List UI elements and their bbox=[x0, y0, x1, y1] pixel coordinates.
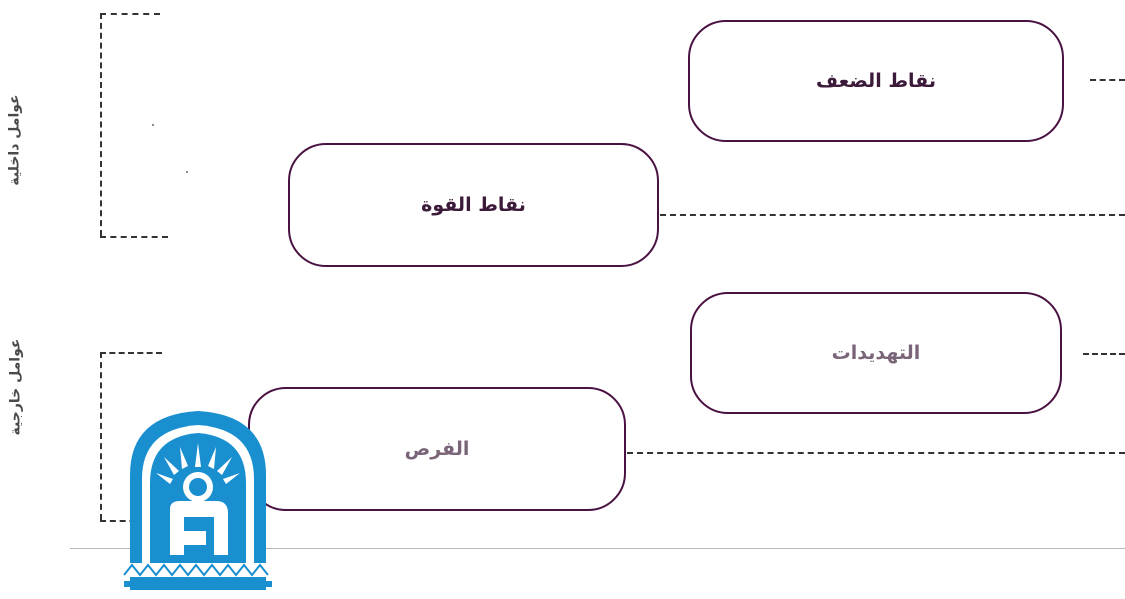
threat-connector bbox=[1083, 353, 1125, 355]
weaknesses-label: نقاط الضعف bbox=[815, 70, 936, 92]
threats-label: التهديدات bbox=[831, 342, 921, 364]
external-factors-label: عوامل خارجية bbox=[0, 312, 30, 462]
opportunities-box: الفرص bbox=[248, 387, 626, 511]
threats-box: التهديدات bbox=[690, 292, 1062, 414]
opportunity-connector bbox=[627, 452, 1125, 454]
stray-dot bbox=[186, 171, 188, 173]
opportunities-label: الفرص bbox=[404, 438, 470, 460]
strengths-box: نقاط القوة bbox=[288, 143, 659, 267]
logo-emblem-icon bbox=[123, 411, 272, 590]
external-factors-text: عوامل خارجية bbox=[7, 338, 24, 436]
strengths-label: نقاط القوة bbox=[421, 194, 526, 216]
weakness-connector bbox=[1090, 79, 1125, 81]
strength-connector bbox=[660, 214, 1125, 216]
stray-dot bbox=[152, 124, 154, 126]
internal-factors-label: عوامل داخلية bbox=[0, 65, 30, 215]
society-logo bbox=[118, 405, 278, 595]
internal-factors-text: عوامل داخلية bbox=[7, 94, 24, 186]
bottom-divider bbox=[70, 548, 1125, 549]
weaknesses-box: نقاط الضعف bbox=[688, 20, 1064, 142]
